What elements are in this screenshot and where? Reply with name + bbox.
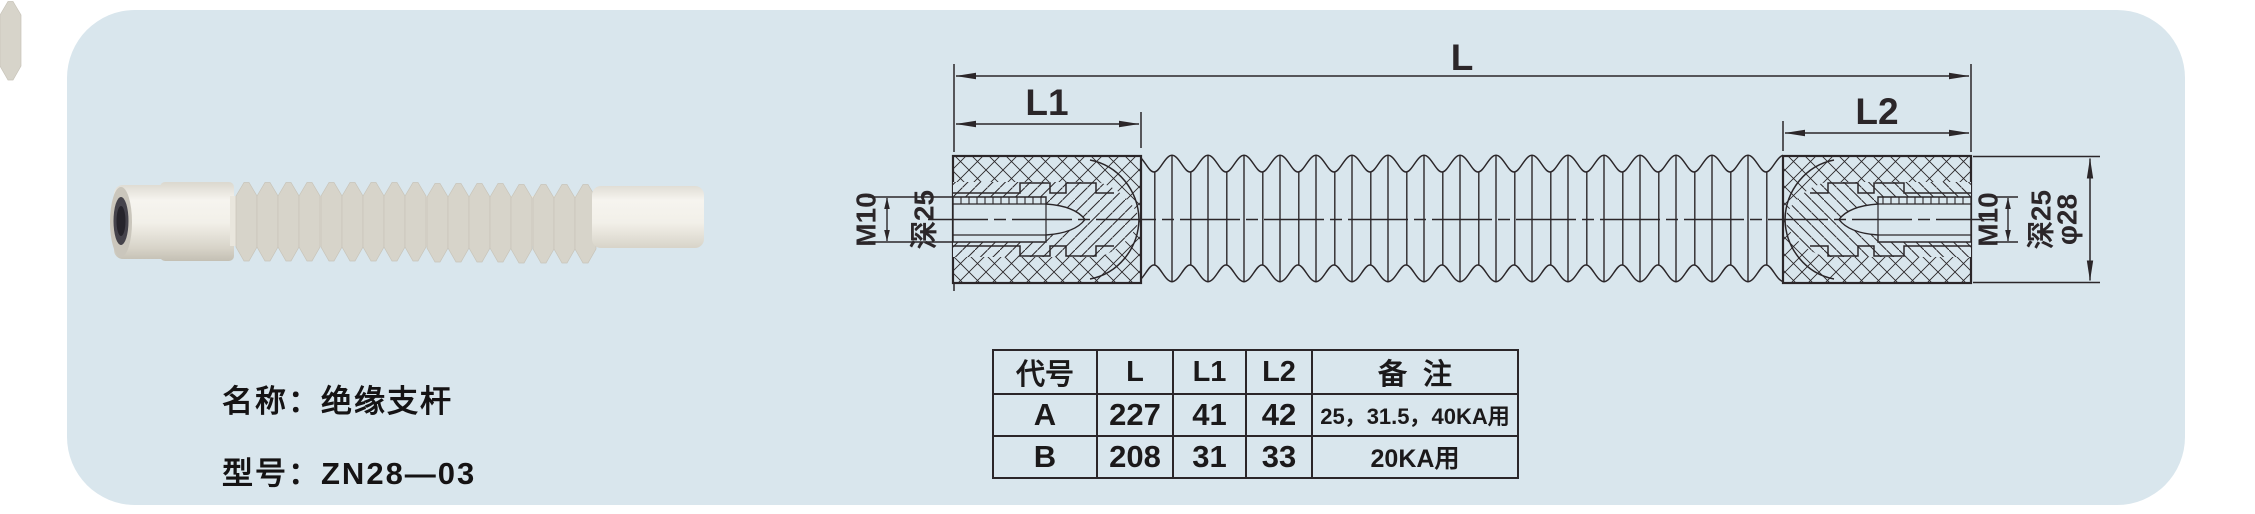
cell-code-b: B <box>992 435 1098 479</box>
cell-remark-b: 20KA用 <box>1311 435 1519 479</box>
spec-row-a: A 227 41 42 25，31.5，40KA用 <box>992 393 1519 437</box>
cell-code-a: A <box>992 393 1098 437</box>
header-l: L <box>1096 349 1174 395</box>
dimension-thread-right <box>1996 196 2018 243</box>
cell-l2-b: 33 <box>1245 435 1313 479</box>
cell-l2-a: 42 <box>1245 393 1313 437</box>
dim-label-l2: L2 <box>1855 91 1898 132</box>
cell-l-b: 208 <box>1096 435 1174 479</box>
depth-label-left: 深25 <box>909 190 940 249</box>
depth-label-right: 深25 <box>2026 190 2057 249</box>
spec-table-header-row: 代号 L L1 L2 备 注 <box>992 349 1519 395</box>
spec-table: 代号 L L1 L2 备 注 A 227 41 42 25，31.5，40KA用… <box>992 349 1519 479</box>
header-l1: L1 <box>1172 349 1247 395</box>
dimension-outer-diameter <box>1973 155 2100 284</box>
photo-right-cap <box>592 186 704 248</box>
dimension-thread-left <box>868 196 953 243</box>
dim-label-l1: L1 <box>1025 82 1068 123</box>
product-name: 名称：绝缘支杆 <box>222 384 453 419</box>
photo-left-cap <box>114 185 234 259</box>
cell-l1-b: 31 <box>1172 435 1247 479</box>
cell-remark-a: 25，31.5，40KA用 <box>1311 393 1519 437</box>
thread-label-right: M10 <box>1973 192 2004 246</box>
spec-row-b: B 208 31 33 20KA用 <box>992 435 1519 479</box>
cell-l-a: 227 <box>1096 393 1174 437</box>
dim-label-l: L <box>1451 37 1474 78</box>
header-l2: L2 <box>1245 349 1313 395</box>
dimension-overall-length <box>953 64 1972 291</box>
dimension-right-section <box>1782 121 1970 151</box>
photo-bore-hole-core <box>116 206 126 236</box>
product-caption: 名称：绝缘支杆 型号：ZN28—03 <box>222 376 476 493</box>
dim-label-phi28: φ28 <box>2052 194 2083 245</box>
cell-l1-a: 41 <box>1172 393 1247 437</box>
dimension-left-section <box>955 112 1142 148</box>
product-model: 型号：ZN28—03 <box>222 456 477 491</box>
header-code: 代号 <box>992 349 1098 395</box>
thread-label-left: M10 <box>851 192 882 246</box>
product-photo <box>0 1 704 264</box>
drawing-bellows <box>1141 154 1783 283</box>
technical-drawing: L L1 L2 φ28 <box>851 37 2100 291</box>
header-remark: 备 注 <box>1311 349 1519 395</box>
